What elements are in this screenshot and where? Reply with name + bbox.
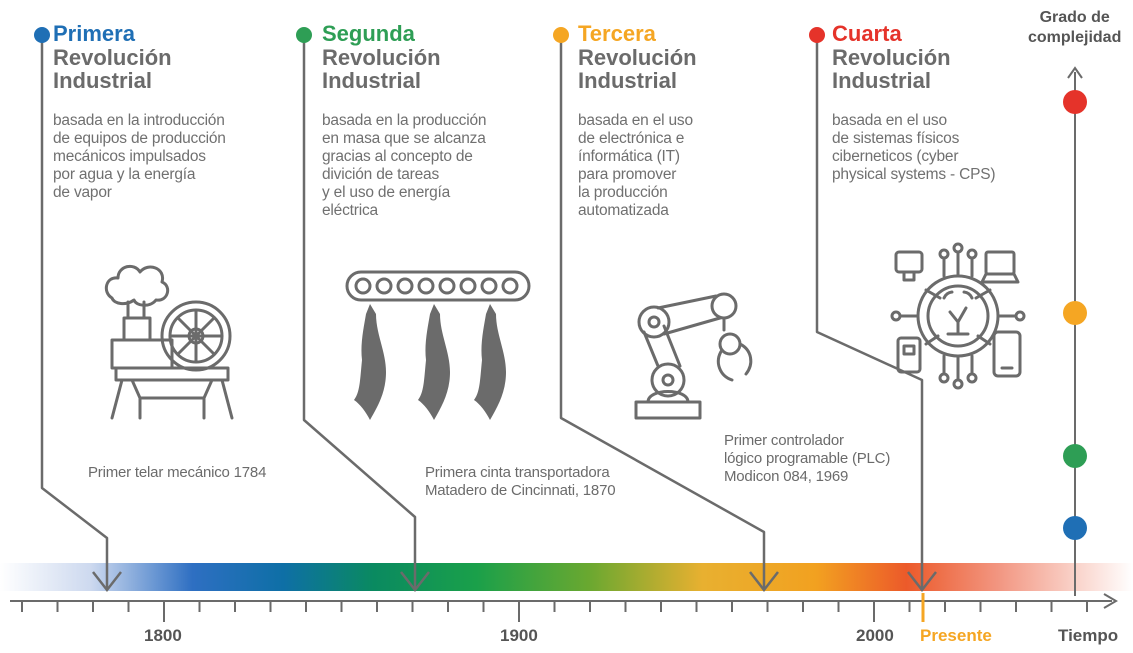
arrowhead-segunda <box>400 571 430 593</box>
steam-engine-icon <box>104 264 234 420</box>
revolution-title-tercera: Tercera <box>578 21 656 46</box>
caption-tercera: Primer controlador lógico programable (P… <box>724 432 891 485</box>
caption-segunda: Primera cinta transportadora Matadero de… <box>425 464 616 499</box>
connector-line-primera <box>40 38 109 590</box>
tick-label-1900: 1900 <box>500 626 538 645</box>
tick-label-2000: 2000 <box>856 626 894 645</box>
conveyor-belt-icon <box>345 270 531 420</box>
connector-line-segunda <box>302 38 417 590</box>
revolution-subtitle-tercera: Revolución Industrial <box>578 45 697 93</box>
robot-arm-icon <box>634 292 753 420</box>
cyber-physical-icon <box>890 242 1026 390</box>
arrowhead-primera <box>92 571 122 593</box>
complexity-axis-label: Grado de complejidad <box>1028 9 1122 46</box>
revolution-subtitle-segunda: Revolución Industrial <box>322 45 441 93</box>
complexity-axis <box>1067 66 1083 596</box>
bullet-cuarta <box>809 27 825 43</box>
time-axis-label: Tiempo <box>1058 626 1119 645</box>
bullet-segunda <box>296 27 312 43</box>
revolution-title-primera: Primera <box>53 21 135 46</box>
tick-label-1800: 1800 <box>144 626 182 645</box>
arrowhead-cuarta <box>907 571 937 593</box>
present-label: Presente <box>920 626 992 645</box>
connector-line-tercera <box>559 38 766 590</box>
revolution-description-tercera: basada en el uso de electrónica e ínform… <box>578 112 693 219</box>
complexity-dot-blue <box>1063 516 1087 540</box>
complexity-dot-red <box>1063 90 1087 114</box>
revolution-description-segunda: basada en la producción en masa que se a… <box>322 112 487 219</box>
revolution-subtitle-primera: Revolución Industrial <box>53 45 172 93</box>
arrowhead-tercera <box>749 571 779 593</box>
revolution-description-cuarta: basada en el uso de sistemas físicos cib… <box>832 112 996 183</box>
revolution-description-primera: basada en la introducción de equipos de … <box>53 112 226 201</box>
connector-line-cuarta <box>815 38 924 590</box>
time-axis <box>10 593 1118 622</box>
bullet-primera <box>34 27 50 43</box>
revolution-title-segunda: Segunda <box>322 21 415 46</box>
bullet-tercera <box>553 27 569 43</box>
timeline-band <box>0 563 1133 591</box>
caption-primera: Primer telar mecánico 1784 <box>88 464 267 481</box>
complexity-dot-orange <box>1063 301 1087 325</box>
complexity-dot-green <box>1063 444 1087 468</box>
revolution-subtitle-cuarta: Revolución Industrial <box>832 45 951 93</box>
revolution-title-cuarta: Cuarta <box>832 21 902 46</box>
